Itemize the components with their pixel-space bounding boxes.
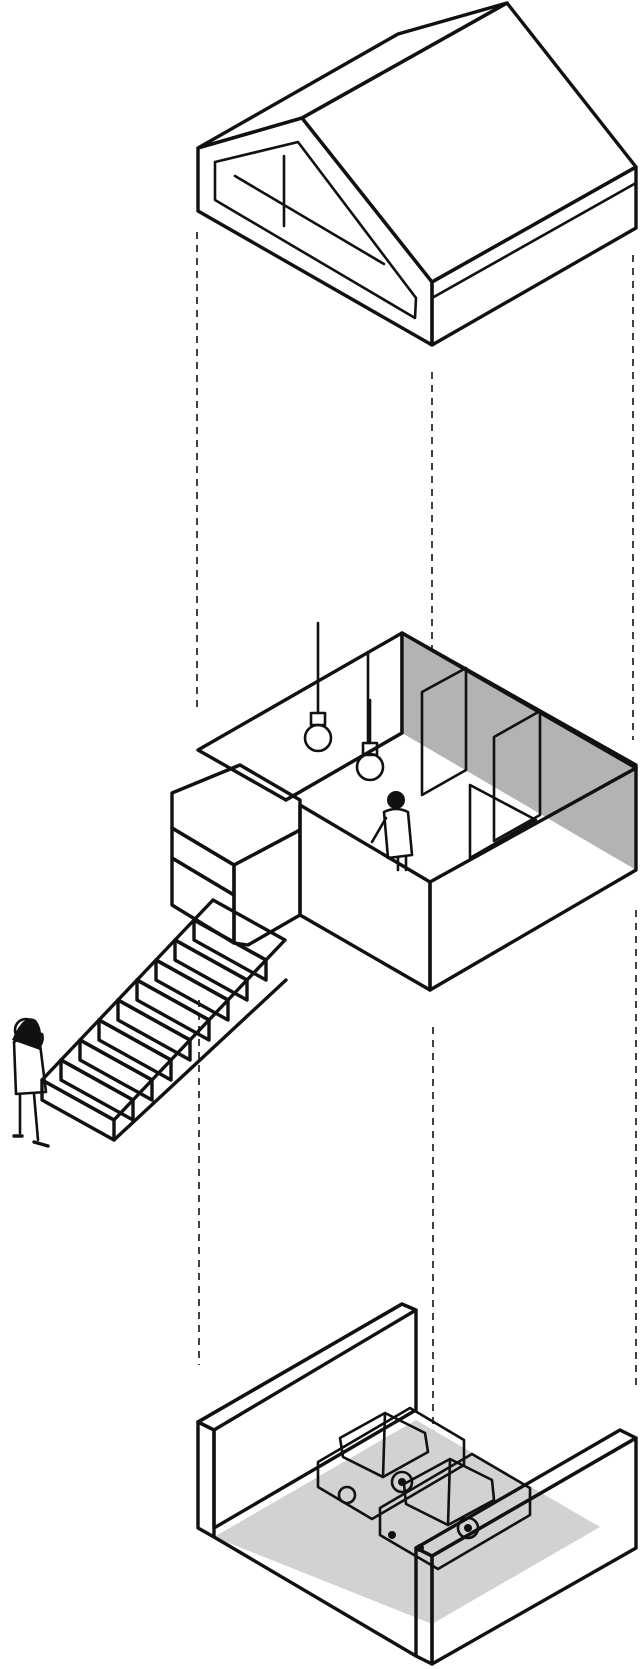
lamp-2-socket [361,741,379,757]
garage-front-wall-end [414,1546,434,1666]
living-floor-layer [170,621,638,992]
back-wall-top-edge [400,631,638,770]
lamp-1-socket [309,711,327,727]
person-in-room-icon [370,791,414,872]
entrance-box-lintel [170,826,236,897]
garage-back-wall-end [196,1420,216,1539]
gable-window [213,140,418,320]
roof-slope-shaded [196,1,509,150]
roof-layer [196,1,638,347]
garage-floor [214,1420,600,1624]
entrance-opening [170,856,236,945]
entrance-box-side [232,828,302,947]
garage-layer [196,1302,638,1666]
room-floor-back-edge [284,731,404,802]
gable-window-mullion-diagonal [233,174,386,266]
partition-wall [468,783,538,860]
roof-slope-main [300,1,638,284]
person-on-stairs-icon [12,1017,50,1148]
door-panel-1 [420,666,468,797]
roof-eave-band [430,165,638,347]
stair-tread [40,1058,135,1122]
stairs [40,898,288,1142]
garage-floor-edge [212,1535,418,1658]
roof-eave-line [430,181,638,300]
door-panel-2 [492,709,542,843]
back-wall-right-fill [402,633,636,870]
garage-back-wall-top [196,1302,418,1432]
car-2-icon [378,1452,532,1571]
lamp-1-bulb-icon [303,723,333,753]
room-floor [286,733,636,990]
roof-gable-face [196,116,434,347]
entrance-box-top [170,763,302,867]
stair-stringer [112,978,288,1142]
